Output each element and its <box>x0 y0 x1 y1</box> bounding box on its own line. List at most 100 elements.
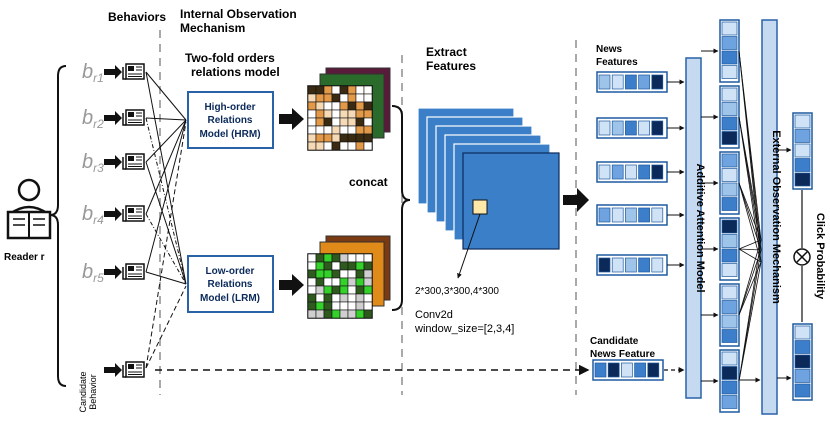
news-feature-bar-1 <box>596 71 668 93</box>
behavior-label-2: br2 <box>82 107 104 131</box>
feature-column-cell <box>721 314 738 329</box>
reader-label: Reader r <box>4 252 45 263</box>
news-icon-photo <box>128 266 134 271</box>
connection-to-hrm <box>145 71 187 121</box>
hrm-matrix-cell <box>323 85 333 95</box>
hrm-matrix-cell <box>331 101 341 111</box>
news-icon-input-arrow <box>104 265 122 279</box>
lrm-matrix-cell <box>315 277 325 287</box>
hrm-matrix-cell <box>363 117 373 127</box>
lrm-matrix-cell <box>339 277 349 287</box>
hrm-matrix-cell <box>307 117 317 127</box>
news-icon-fold <box>122 157 126 170</box>
feature-column-4 <box>719 217 740 281</box>
additive-attention-bar <box>685 57 702 399</box>
lrm-matrix-cell <box>307 269 317 279</box>
feature-column-5 <box>719 283 740 347</box>
feature-column-cell <box>721 116 738 131</box>
news-feature-bar-2-cell <box>638 120 650 136</box>
hrm-matrix-cell <box>339 125 349 135</box>
news-feature-bar-3-cell <box>638 164 650 180</box>
news-icon-1 <box>104 63 145 80</box>
lrm-output-arrow <box>279 274 304 296</box>
internal-header-line2: Mechanism <box>180 21 245 35</box>
news-feature-bar-5-cell <box>611 257 624 273</box>
hrm-matrix-cell <box>347 109 357 119</box>
feature-column-cell <box>721 21 738 36</box>
feature-column-cell <box>721 380 738 395</box>
lrm-matrix-cell <box>307 301 317 311</box>
external-observation-label: External Observation Mechanism <box>770 130 782 304</box>
hrm-matrix-cell <box>363 133 373 143</box>
hrm-matrix-cell <box>347 93 357 103</box>
feature-column-cell <box>721 366 738 380</box>
user-representation-vector-cell <box>794 114 811 129</box>
conv-window: window_size=[2,3,4] <box>414 323 514 335</box>
connection-to-lrm <box>145 117 187 285</box>
lrm-matrix-cell <box>355 293 365 303</box>
news-feature-bar-1-cell <box>611 74 624 90</box>
hrm-matrix-cell <box>315 117 325 127</box>
feature-column-cell <box>721 395 738 409</box>
hrm-matrix-cell <box>347 85 357 95</box>
hrm-matrix-cell <box>315 85 325 95</box>
twofold-header-line2: relations model <box>191 65 280 79</box>
feature-column-cell <box>721 300 738 314</box>
news-icon-photo <box>128 66 134 71</box>
hrm-matrix-cell <box>363 93 373 103</box>
lrm-matrix-cell <box>307 277 317 287</box>
hrm-line2: Relations <box>207 115 252 126</box>
click-probability-label: Click Probability <box>814 213 826 300</box>
conv-kernel <box>472 199 488 215</box>
news-icon-2 <box>104 109 145 126</box>
user-representation-vector-cell <box>794 143 811 158</box>
hrm-matrix-cell <box>315 101 325 111</box>
column-to-external-line <box>738 261 762 382</box>
lrm-matrix-cell <box>355 309 365 319</box>
hrm-matrix-cell <box>355 117 365 127</box>
hrm-matrix-cell <box>307 141 317 151</box>
hrm-matrix-cell <box>307 85 317 95</box>
connection-to-hrm <box>145 117 187 121</box>
hrm-matrix-cell <box>331 133 341 143</box>
lrm-matrix-cell <box>347 261 357 271</box>
hrm-matrix-cell <box>331 117 341 127</box>
news-icon-fold <box>122 209 126 222</box>
behavior-subscript-1: r1 <box>93 71 104 85</box>
connection-to-hrm <box>145 119 187 215</box>
news-feature-bar-5 <box>596 254 668 276</box>
news-feature-bar-1-cell <box>651 74 664 90</box>
hrm-matrix-cell <box>339 85 349 95</box>
hrm-matrix-cell <box>347 141 357 151</box>
lrm-matrix-cell <box>307 261 317 271</box>
lrm-matrix-cell <box>307 293 317 303</box>
hrm-matrix-cell <box>355 109 365 119</box>
lrm-matrix-cell <box>355 301 365 311</box>
lrm-matrix-cell <box>347 269 357 279</box>
hrm-matrix-cell <box>331 125 341 135</box>
candidate-representation-vector-cell <box>794 340 811 354</box>
connection-to-lrm <box>145 161 187 285</box>
feature-column-cell <box>721 219 738 234</box>
hrm-matrix-cell <box>363 109 373 119</box>
concat-brace <box>391 105 411 311</box>
hrm-matrix-cell <box>307 133 317 143</box>
lrm-line2: Relations <box>207 279 252 290</box>
candidate-representation-vector-cell <box>794 369 811 383</box>
lrm-matrix-cell <box>339 285 349 295</box>
news-feature-bar-2-cell <box>598 120 611 136</box>
candidate-connection-to-lrm <box>145 285 187 369</box>
hrm-matrix-cell <box>347 101 357 111</box>
column-to-external-line <box>738 239 762 316</box>
news-feature-bar-5-cell <box>638 257 650 273</box>
behavior-label-3: br3 <box>82 151 104 175</box>
lrm-matrix-cell <box>331 301 341 311</box>
hrm-matrix-cell <box>307 109 317 119</box>
lrm-matrix-cell <box>355 285 365 295</box>
lrm-matrix-cell <box>315 269 325 279</box>
news-feature-bar-3-cell <box>598 164 611 180</box>
lrm-matrix-cell <box>339 293 349 303</box>
candidate-feature-line1: Candidate <box>590 336 639 347</box>
hrm-matrix-cell <box>315 141 325 151</box>
lrm-matrix-cell <box>355 261 365 271</box>
